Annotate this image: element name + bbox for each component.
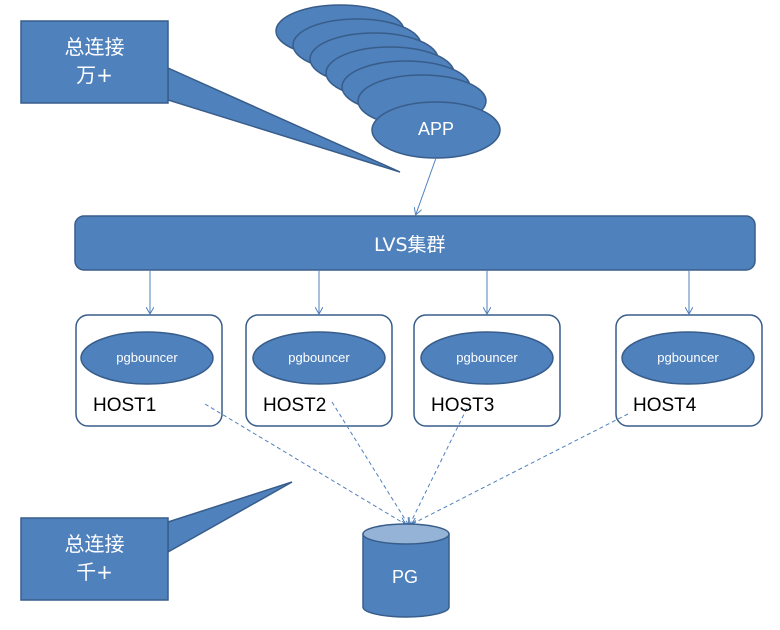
host3-pgbouncer-label: pgbouncer <box>456 350 518 365</box>
host1-pgbouncer-node <box>80 331 214 385</box>
app-to-lvs-arrow <box>416 157 437 214</box>
host-to-pg-connectors <box>204 401 629 524</box>
host2-pgbouncer-label: pgbouncer <box>288 350 350 365</box>
host1-to-pg-line <box>204 403 405 524</box>
host1-label: HOST1 <box>93 395 157 416</box>
host2-pgbouncer-node <box>252 331 386 385</box>
host3-label: HOST3 <box>431 395 495 416</box>
host4-pgbouncer-label: pgbouncer <box>657 350 719 365</box>
callout-bottom-line2: 千+ <box>76 560 113 584</box>
host4-label: HOST4 <box>633 395 697 416</box>
callout-total-connections-bottom <box>20 481 293 601</box>
callout-top-line1: 总连接 <box>64 35 125 59</box>
callout-top-line2: 万+ <box>76 63 113 87</box>
host4-to-pg-line <box>412 413 629 524</box>
callout-bottom-line1: 总连接 <box>64 532 125 556</box>
host2-to-pg-line <box>331 401 408 524</box>
pg-database-cylinder <box>362 523 450 618</box>
host4-pgbouncer-node <box>621 331 755 385</box>
host3-to-pg-line <box>410 401 471 524</box>
callout-bottom-text: 总连接 千+ <box>21 530 168 586</box>
app-label: APP <box>418 119 455 139</box>
host1-pgbouncer-label: pgbouncer <box>116 350 178 365</box>
host3-pgbouncer-node <box>420 331 554 385</box>
host2-label: HOST2 <box>263 395 327 416</box>
pg-label: PG <box>392 567 419 587</box>
lvs-cluster-bar <box>74 215 756 271</box>
callout-total-connections-top <box>20 20 401 173</box>
app-instances-stack <box>275 4 501 159</box>
lvs-cluster-label: LVS集群 <box>374 234 446 256</box>
callout-top-text: 总连接 万+ <box>21 33 168 89</box>
